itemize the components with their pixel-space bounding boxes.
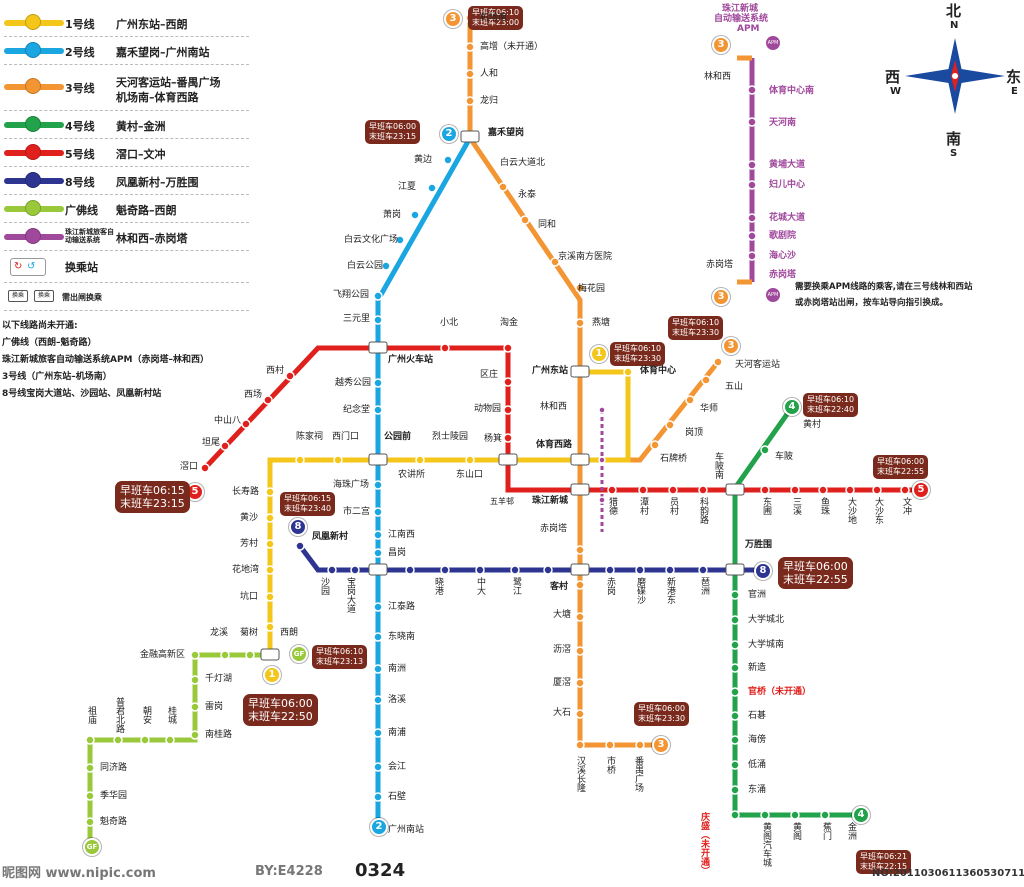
legend-line-gf: 广佛线 魁奇路–西朗 [0, 198, 255, 220]
line-gf-west-badge: GF [83, 838, 101, 856]
apm-stations [598, 85, 757, 504]
legend-line-5: 5号线 滘口–文冲 [0, 142, 255, 164]
legend-line-apm: 珠江新城旅客自动输送系统 林和西–赤岗塔 [0, 226, 255, 248]
line-gf-east-badge: GF [290, 645, 308, 663]
line-2-stations [373, 155, 453, 835]
transfer-stations [260, 130, 745, 661]
line-gf [87, 652, 270, 845]
legend-outbound-label: 需出闸换乘 [62, 293, 102, 302]
line-3-south-badge: 3 [652, 736, 670, 754]
line-4 [732, 408, 860, 818]
apm-logo-bottom: APM [766, 288, 780, 302]
line-2-south-badge: 2 [370, 818, 388, 836]
outbound-transfer-icon: 换乘 换乘 [8, 290, 56, 302]
legend-line-8: 8号线 凤凰新村–万胜围 [0, 170, 255, 192]
line-3-tianhe-badge: 3 [722, 337, 740, 355]
line-4-south-badge: 4 [852, 806, 870, 824]
line-2-north-badge: 2 [440, 125, 458, 143]
legend-transfer-label: 换乘站 [65, 261, 98, 274]
line-3-stations [465, 13, 723, 750]
legend-line-2: 2号线 嘉禾望岗–广州南站 [0, 40, 255, 62]
line-1-stations [265, 367, 633, 632]
line-8-east-badge: 8 [754, 562, 772, 580]
line-1-east-badge: 1 [590, 345, 608, 363]
line-8-west-badge: 8 [289, 518, 307, 536]
apm-logo-top: APM [766, 36, 780, 50]
compass-rose [905, 38, 1005, 114]
line-5-stations [200, 343, 910, 495]
line-gf-stations [85, 650, 255, 827]
line-3-north-badge: 3 [444, 10, 462, 28]
line-1-west-badge: 1 [263, 666, 281, 684]
line-8-stations [295, 541, 708, 575]
line-5-east-badge: 5 [912, 481, 930, 499]
line-4-north-badge: 4 [783, 398, 801, 416]
line-3-north [467, 18, 583, 460]
transfer-icon: ↻ ↺ [10, 258, 46, 276]
legend-line-3: 3号线 天河客运站–番禺广场 机场南–体育西路 [0, 70, 255, 106]
legend-line-1: 1号线 广州东站–西朗 [0, 12, 255, 34]
legend-line-4: 4号线 黄村–金洲 [0, 114, 255, 136]
line-4-stations [730, 405, 830, 820]
